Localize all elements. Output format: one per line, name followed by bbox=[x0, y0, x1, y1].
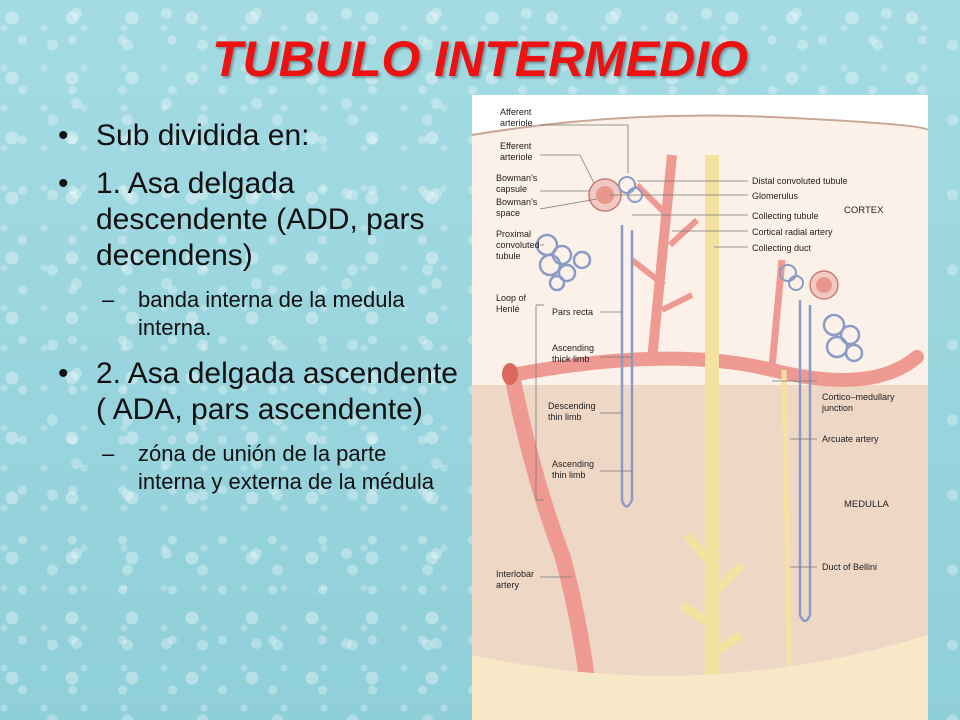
slide-title: TUBULO INTERMEDIO bbox=[211, 31, 749, 87]
label-proximal-1: Proximal bbox=[496, 229, 531, 239]
label-cortico-1: Cortico–medullary bbox=[822, 392, 895, 402]
sub-bullet-2: – zóna de unión de la parte interna y ex… bbox=[58, 440, 458, 496]
capsule-line bbox=[472, 114, 928, 136]
bullet-3: 2. Asa delgada ascendente ( ADA, pars as… bbox=[58, 356, 458, 428]
label-loop-1: Loop of bbox=[496, 293, 527, 303]
label-afferent-1: Afferent bbox=[500, 107, 532, 117]
label-collecting-duct: Collecting duct bbox=[752, 243, 812, 253]
label-bowman-space-2: space bbox=[496, 208, 520, 218]
label-bowman-capsule-1: Bowman's bbox=[496, 173, 538, 183]
proximal-tubule-2 bbox=[822, 313, 864, 363]
label-efferent-1: Efferent bbox=[500, 141, 532, 151]
label-desc-thin-1: Descending bbox=[548, 401, 596, 411]
loop-of-henle-2 bbox=[798, 300, 812, 623]
label-arcuate: Arcuate artery bbox=[822, 434, 879, 444]
label-medulla: MEDULLA bbox=[844, 499, 890, 510]
label-cortico-2: junction bbox=[821, 403, 853, 413]
label-proximal-3: tubule bbox=[496, 251, 521, 261]
bullet-1: Sub dividida en: bbox=[58, 118, 458, 154]
label-collecting-tubule: Collecting tubule bbox=[752, 211, 819, 221]
second-radial-artery bbox=[768, 259, 786, 368]
label-afferent-2: arteriole bbox=[500, 118, 533, 128]
artery-branches bbox=[630, 182, 700, 313]
loop-of-henle-1 bbox=[620, 225, 634, 508]
label-asc-thin-2: thin limb bbox=[552, 470, 586, 480]
arcuate-artery bbox=[505, 350, 924, 387]
label-bowman-space-1: Bowman's bbox=[496, 197, 538, 207]
right-labels: Distal convoluted tubule Glomerulus Coll… bbox=[752, 176, 895, 572]
label-bowman-capsule-2: capsule bbox=[496, 184, 527, 194]
label-bellini: Duct of Bellini bbox=[822, 562, 877, 572]
label-distal: Distal convoluted tubule bbox=[752, 176, 848, 186]
label-asc-thick-1: Ascending bbox=[552, 343, 594, 353]
label-desc-thin-2: thin limb bbox=[548, 412, 582, 422]
label-pars-recta: Pars recta bbox=[552, 307, 593, 317]
label-glomerulus: Glomerulus bbox=[752, 191, 799, 201]
interlobar-artery bbox=[504, 373, 600, 720]
label-proximal-2: convoluted bbox=[496, 240, 540, 250]
label-efferent-2: arteriole bbox=[500, 152, 533, 162]
label-cortical-radial: Cortical radial artery bbox=[752, 227, 833, 237]
distal-tubule-1 bbox=[618, 176, 636, 194]
label-asc-thin-1: Ascending bbox=[552, 459, 594, 469]
left-labels: Afferent arteriole Efferent arteriole Bo… bbox=[496, 107, 596, 590]
label-interlobar-1: Interlobar bbox=[496, 569, 534, 579]
artery-cut bbox=[502, 363, 518, 385]
bullet-2: 1. Asa delgada descendente (ADD, pars de… bbox=[58, 166, 458, 274]
leader-lines bbox=[535, 124, 817, 578]
label-loop-2: Henlé bbox=[496, 304, 520, 314]
sub-bullet-1: – banda interna de la medula interna. bbox=[58, 286, 458, 342]
papillary-branches bbox=[679, 532, 746, 659]
cortical-radial-artery bbox=[647, 154, 677, 361]
label-asc-thick-2: thick limb bbox=[552, 354, 590, 364]
glomerulus-2 bbox=[816, 277, 832, 293]
glomerulus-1 bbox=[596, 186, 614, 204]
bullet-list: Sub dividida en: 1. Asa delgada descende… bbox=[58, 118, 458, 510]
nephron-diagram: Afferent arteriole Efferent arteriole Bo… bbox=[472, 95, 928, 720]
dash-marker: – bbox=[102, 441, 115, 466]
sub-bullet-2-text: zóna de unión de la parte interna y exte… bbox=[138, 441, 434, 494]
proximal-tubule-1 bbox=[535, 233, 592, 292]
label-cortex: CORTEX bbox=[844, 205, 884, 216]
duct-of-bellini bbox=[781, 369, 793, 696]
label-interlobar-2: artery bbox=[496, 580, 520, 590]
dash-marker: – bbox=[102, 287, 115, 312]
sub-bullet-1-text: banda interna de la medula interna. bbox=[138, 287, 405, 340]
papilla-zone bbox=[472, 635, 928, 720]
